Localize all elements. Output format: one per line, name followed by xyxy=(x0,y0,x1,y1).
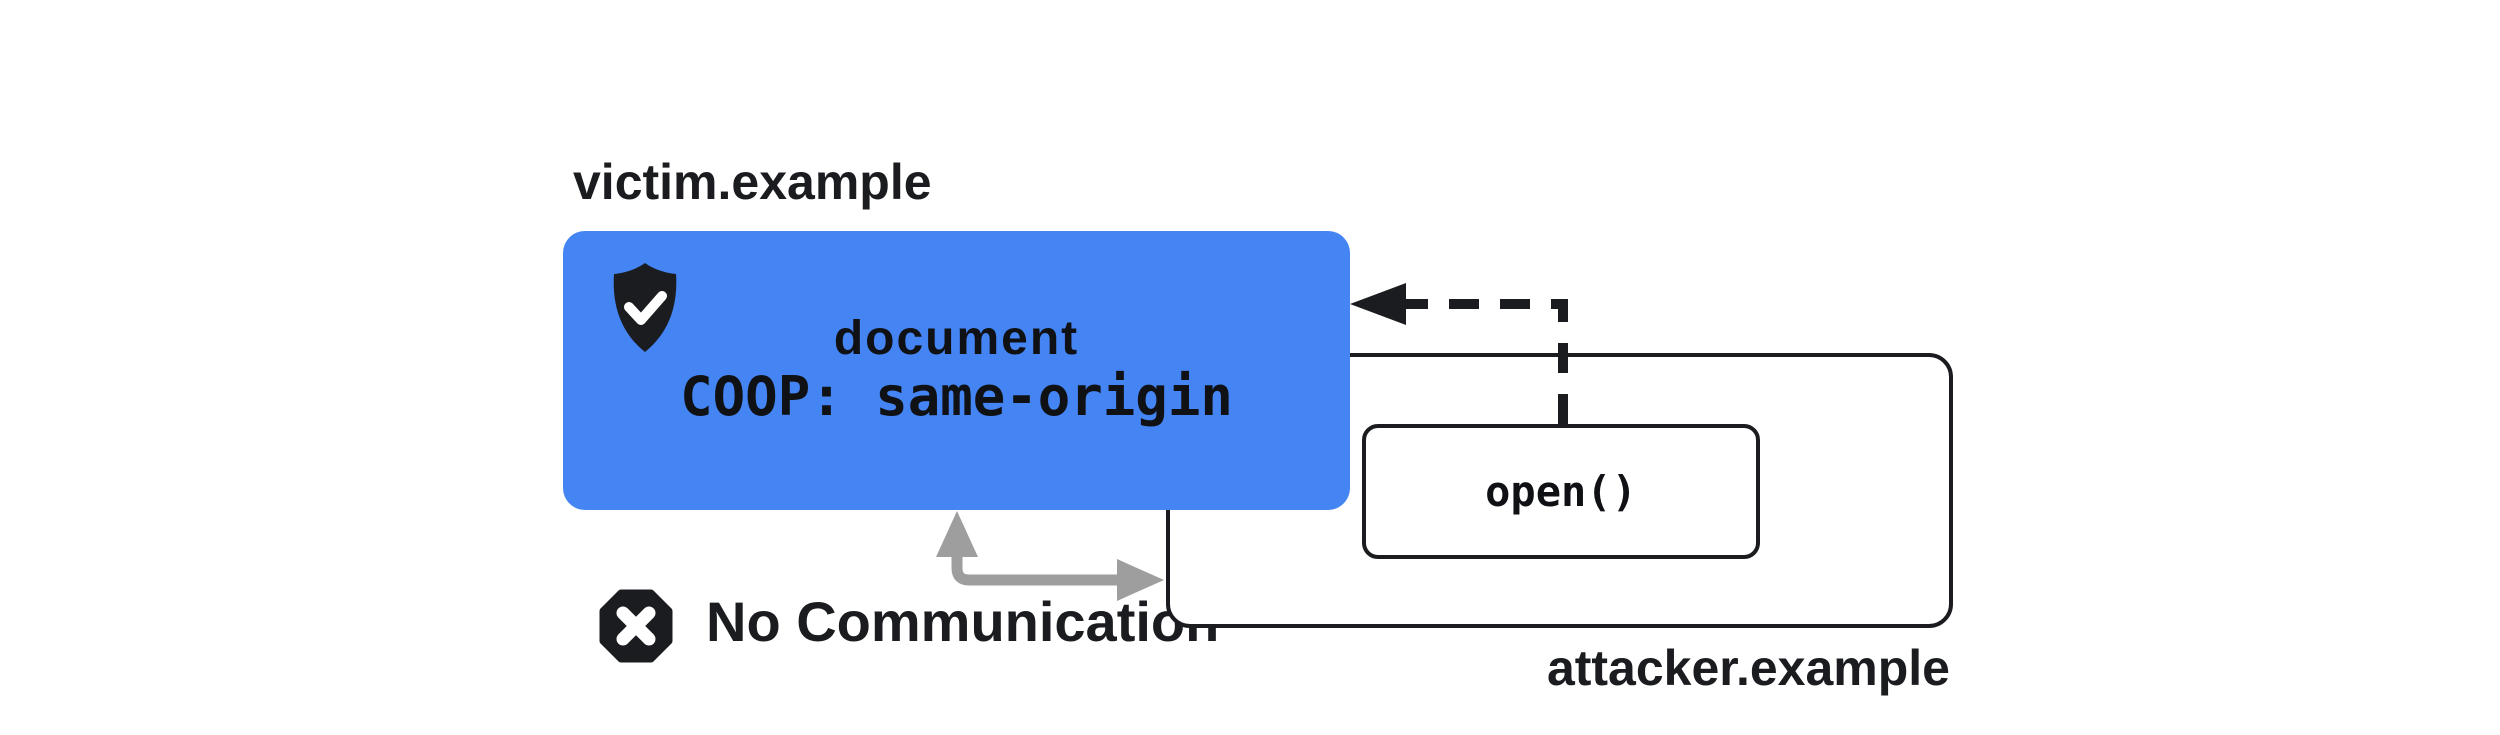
open-call-box: open() xyxy=(1362,424,1760,559)
shield-check-icon xyxy=(613,263,677,352)
attacker-domain-label: attacker.example xyxy=(1546,640,1950,696)
victim-window-box: document COOP: same-origin xyxy=(563,231,1350,510)
arrowhead-up-icon xyxy=(936,511,978,557)
no-communication-label: No Communication xyxy=(706,590,1220,653)
victim-document-label: document xyxy=(833,312,1080,365)
arrowhead-left-icon xyxy=(1350,283,1406,325)
octagon-x-icon xyxy=(599,589,673,663)
victim-coop-header-label: COOP: same-origin xyxy=(680,365,1233,428)
victim-domain-label: victim.example xyxy=(573,154,932,210)
open-call-label: open() xyxy=(1485,467,1637,516)
blocked-communication-arrow xyxy=(936,511,1164,601)
